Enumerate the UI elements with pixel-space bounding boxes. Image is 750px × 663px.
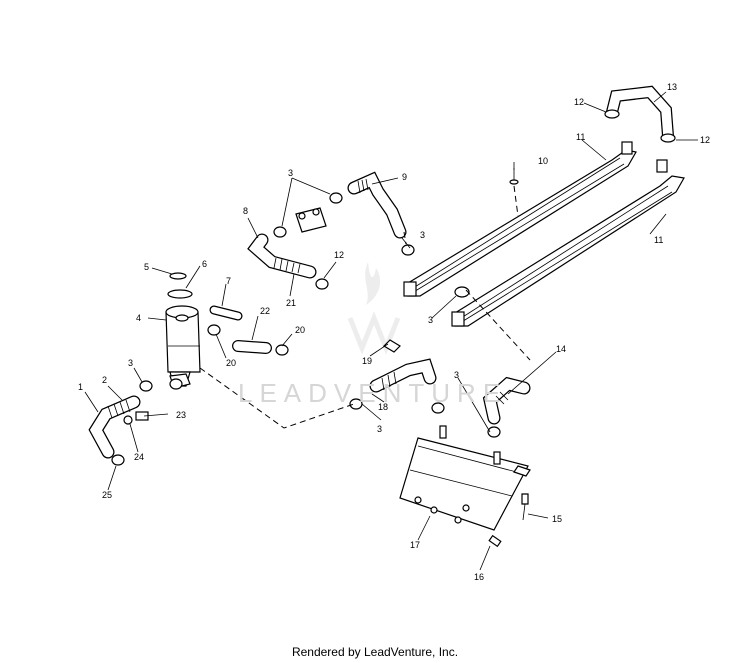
hose-clamp [487,426,501,438]
callout-1: 1 [78,382,83,392]
callout-17: 17 [410,540,420,550]
callout-15: 15 [552,514,562,524]
rail-fitting-clamp [454,286,470,298]
callout-5: 5 [144,262,149,272]
callout-25: 25 [102,490,112,500]
callout-3: 3 [288,168,293,178]
callout-3: 3 [454,370,459,380]
coolant-hose-8 [247,233,317,279]
callout-12: 12 [700,135,710,145]
rail-bolt [509,168,519,185]
callout-20: 20 [295,325,305,335]
callout-20: 20 [226,358,236,368]
coolant-hose-1 [88,395,141,459]
connection-path [199,367,355,429]
bleeder-screw [521,493,529,521]
callout-3: 3 [377,424,382,434]
cooler-rail-lower [451,159,685,327]
callout-13: 13 [667,82,677,92]
watermark-logo [347,262,401,355]
callout-23: 23 [176,410,186,420]
callout-8: 8 [243,206,248,216]
callout-24: 24 [134,452,144,462]
callout-3: 3 [420,230,425,240]
hose-clamp [329,192,343,204]
callout-22: 22 [260,306,270,316]
hose-clamp [139,380,153,392]
footer-credit: Rendered by LeadVenture, Inc. [291,645,459,659]
callout-11: 11 [576,132,585,142]
hose-clamp [111,454,125,466]
callout-16: 16 [474,572,484,582]
reservoir-vent-tube [209,305,243,321]
connection-path [513,185,519,217]
callout-3: 3 [428,315,433,325]
callout-11: 11 [654,235,663,245]
callout-7: 7 [226,276,231,286]
heat-exchanger-panel [399,425,531,531]
callout-21: 21 [286,298,296,308]
hose-clamp [275,344,289,356]
callout-12: 12 [574,97,584,107]
coolant-hose-18 [369,358,437,393]
reservoir-outlet-elbow [169,373,191,390]
bleeder-fitting [123,411,149,425]
callout-12: 12 [334,250,344,260]
cooler-rail-upper [403,141,637,297]
coolant-hose-14 [482,376,531,425]
coolant-hose-9 [347,171,407,239]
callout-19: 19 [362,356,372,366]
callout-6: 6 [202,259,207,269]
drain-fitting [488,534,502,548]
leader-lines [84,91,698,571]
coolant-reservoir [165,272,201,387]
hose-clip [383,339,401,353]
reservoir-overflow-hose [232,340,272,354]
hose-clamp [207,324,221,336]
hose-clamp [431,402,445,414]
callout-10: 10 [538,156,548,166]
thermostat-housing [273,207,327,238]
watermark-text: LEADVENTURE [238,378,508,408]
callout-9: 9 [402,172,407,182]
crossover-hose [604,85,676,143]
hose-clamp [401,244,415,256]
hose-clamp [315,278,329,290]
callout-2: 2 [102,375,107,385]
connection-path [465,289,531,361]
callout-4: 4 [136,313,141,323]
callout-18: 18 [378,402,388,412]
callout-14: 14 [556,344,566,354]
callout-3: 3 [128,358,133,368]
